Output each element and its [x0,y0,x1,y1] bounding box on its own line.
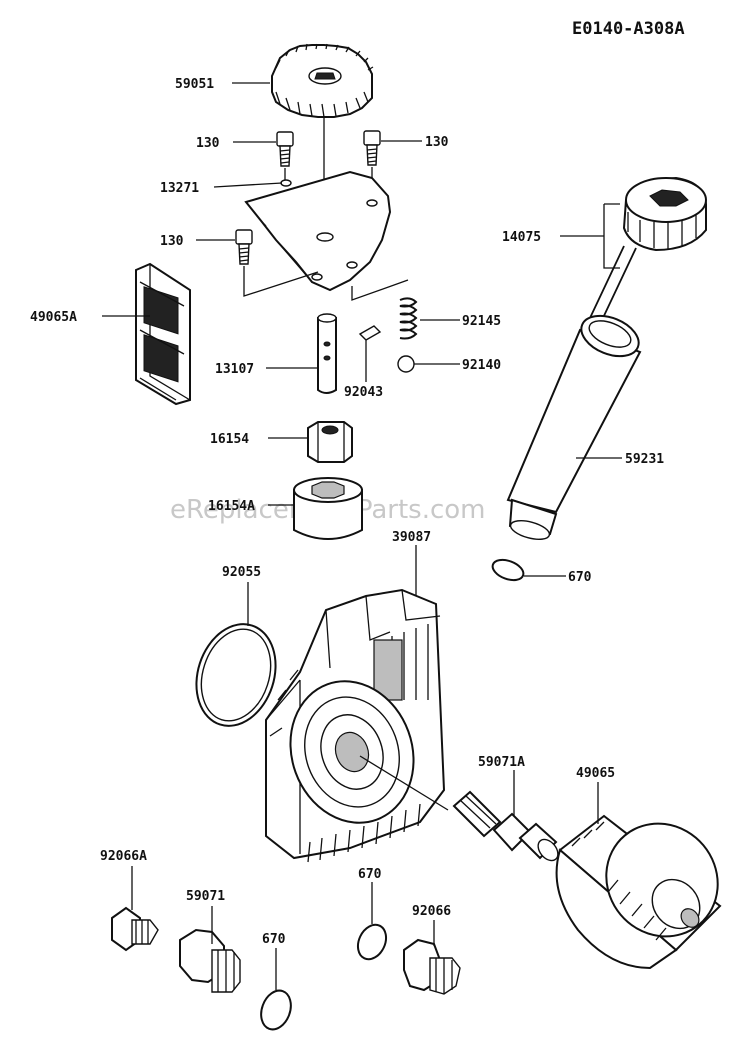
tube-59231[interactable] [506,308,645,543]
bolt-130-right[interactable] [363,130,381,166]
label-92055: 92055 [222,565,261,580]
label-49065: 49065 [576,766,615,781]
label-59051: 59051 [175,77,214,92]
label-92066: 92066 [412,904,451,919]
shaft-13107[interactable] [317,313,337,394]
housing-39087[interactable] [265,588,449,863]
leader-13271 [213,182,283,188]
label-670a: 670 [568,570,592,585]
label-130a: 130 [196,136,220,151]
label-59071A: 59071A [478,755,525,770]
leader-14075 [560,203,620,269]
oring-92055[interactable] [184,614,288,736]
label-13271: 13271 [160,181,199,196]
ball-92140[interactable] [397,355,415,373]
diagram-code: E0140-A308A [572,19,685,39]
dipstick-14075[interactable] [589,176,707,321]
plug-92066A[interactable] [111,906,159,952]
label-59231: 59231 [625,452,664,467]
label-670b: 670 [262,932,286,947]
pin-92043[interactable] [358,325,382,341]
label-130c: 130 [160,234,184,249]
label-92043: 92043 [344,385,383,400]
outer-rotor-16154A[interactable] [293,477,363,540]
bolt-130-lower-axis [243,266,319,297]
label-59071: 59071 [186,889,225,904]
label-92066A: 92066A [100,849,147,864]
label-92145: 92145 [462,314,501,329]
fitting-59071A[interactable] [452,790,562,864]
label-14075: 14075 [502,230,541,245]
oil-filter-49065[interactable] [555,801,741,970]
label-670c: 670 [358,867,382,882]
oring-670-upper[interactable] [490,556,526,584]
label-130b: 130 [425,135,449,150]
screen-49065A[interactable] [135,262,191,406]
spring-axis [351,279,409,301]
plug-92066[interactable] [403,938,461,995]
label-39087: 39087 [392,530,431,545]
plate-13271[interactable] [244,170,392,292]
oring-670-lower-middle[interactable] [353,920,392,964]
rotor-16154[interactable] [307,421,353,463]
oring-670-lower-left[interactable] [256,986,296,1033]
label-16154A: 16154A [208,499,255,514]
plug-59071[interactable] [179,928,241,993]
spring-92145[interactable] [399,297,418,340]
bolt-130-left[interactable] [276,131,294,167]
label-13107: 13107 [215,362,254,377]
gear-59051[interactable] [271,43,374,118]
label-92140: 92140 [462,358,501,373]
label-49065A: 49065A [30,310,77,325]
bolt-130-lower[interactable] [235,229,253,265]
label-16154: 16154 [210,432,249,447]
